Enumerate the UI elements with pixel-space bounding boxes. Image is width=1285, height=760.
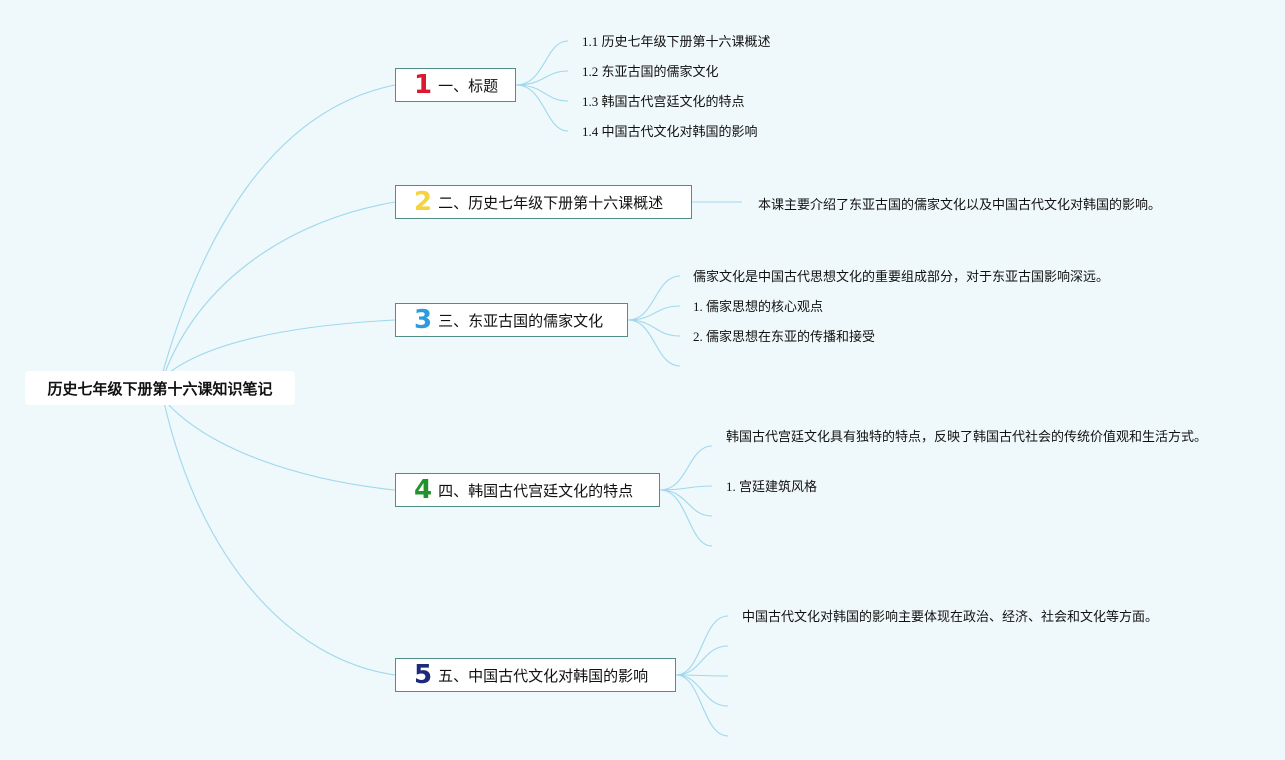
branch-4-child-2[interactable]: 1. 宫廷建筑风格 xyxy=(726,479,818,494)
number-4-icon: 4 xyxy=(414,475,433,505)
branch-1-node[interactable]: 1 一、标题 xyxy=(395,68,516,102)
number-1-icon: 1 xyxy=(414,70,433,100)
branch-4-child-1[interactable]: 韩国古代宫廷文化具有独特的特点，反映了韩国古代社会的传统价值观和生活方式。 xyxy=(726,429,1208,444)
number-3-icon: 3 xyxy=(414,305,433,335)
branch-1-child-1[interactable]: 1.1 历史七年级下册第十六课概述 xyxy=(582,34,771,49)
branch-4-label: 四、韩国古代宫廷文化的特点 xyxy=(438,481,634,500)
branch-3-child-2[interactable]: 1. 儒家思想的核心观点 xyxy=(693,299,824,314)
branch-3-node[interactable]: 3 三、东亚古国的儒家文化 xyxy=(395,303,628,337)
number-5-icon: 5 xyxy=(414,660,433,690)
branch-5-label: 五、中国古代文化对韩国的影响 xyxy=(438,666,649,685)
branch-4-node[interactable]: 4 四、韩国古代宫廷文化的特点 xyxy=(395,473,660,507)
branch-1-child-3[interactable]: 1.3 韩国古代宫廷文化的特点 xyxy=(582,94,745,109)
root-node[interactable]: 历史七年级下册第十六课知识笔记 xyxy=(25,371,295,405)
branch-3-child-1[interactable]: 儒家文化是中国古代思想文化的重要组成部分，对于东亚古国影响深远。 xyxy=(693,269,1110,284)
number-2-icon: 2 xyxy=(414,187,433,217)
branch-3-child-3[interactable]: 2. 儒家思想在东亚的传播和接受 xyxy=(693,329,876,344)
branch-5-child-1[interactable]: 中国古代文化对韩国的影响主要体现在政治、经济、社会和文化等方面。 xyxy=(742,609,1159,624)
branch-1-child-4[interactable]: 1.4 中国古代文化对韩国的影响 xyxy=(582,124,758,139)
branch-5-node[interactable]: 5 五、中国古代文化对韩国的影响 xyxy=(395,658,676,692)
branch-3-label: 三、东亚古国的儒家文化 xyxy=(438,311,604,330)
branch-2-child-1[interactable]: 本课主要介绍了东亚古国的儒家文化以及中国古代文化对韩国的影响。 xyxy=(758,197,1162,212)
root-label: 历史七年级下册第十六课知识笔记 xyxy=(47,379,273,398)
branch-1-child-2[interactable]: 1.2 东亚古国的儒家文化 xyxy=(582,64,719,79)
branch-1-label: 一、标题 xyxy=(438,76,499,95)
branch-2-node[interactable]: 2 二、历史七年级下册第十六课概述 xyxy=(395,185,692,219)
branch-2-label: 二、历史七年级下册第十六课概述 xyxy=(438,193,664,212)
